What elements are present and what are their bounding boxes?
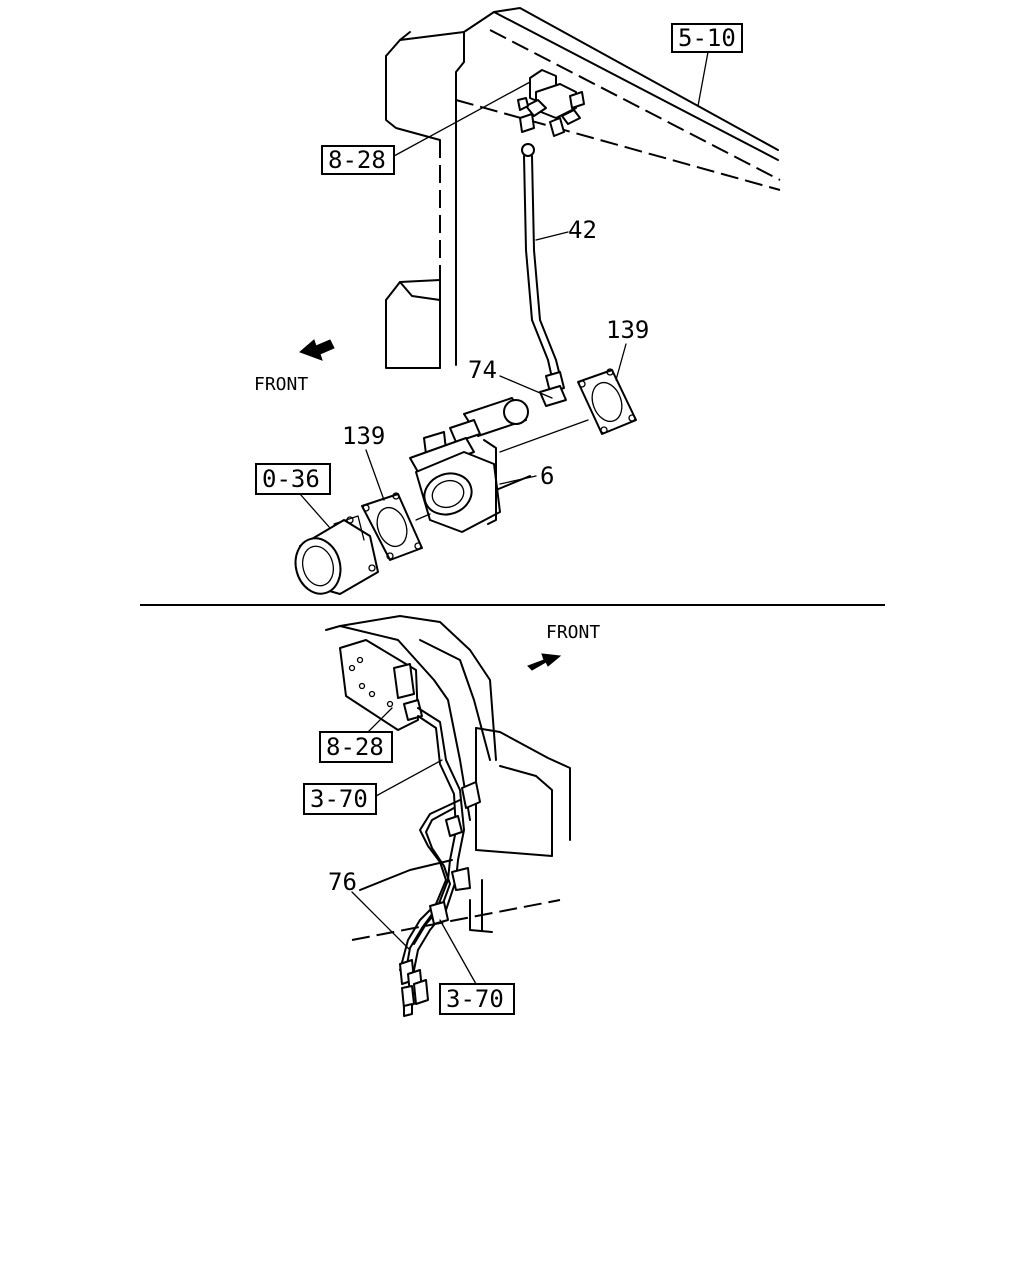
- callout-box-3-70-lower: [439, 983, 515, 1015]
- gasket-139-left: [361, 492, 431, 561]
- leader-lines-top: [299, 51, 709, 529]
- callout-139-right[interactable]: 139: [606, 316, 649, 344]
- callout-box-8-28-top: [321, 145, 395, 175]
- throttle-body-6: [415, 439, 531, 533]
- pipe-elbow-0-36: [294, 515, 379, 595]
- callout-8-28-bottom[interactable]: 8-28: [326, 733, 384, 761]
- callout-74[interactable]: 74: [468, 356, 497, 384]
- front-label-top: FRONT: [254, 374, 308, 395]
- bottom-view: FRONT 8-28 3-70 76 3-70: [303, 615, 600, 1017]
- pipes-3-70: [399, 707, 481, 971]
- callout-42[interactable]: 42: [568, 216, 597, 244]
- callout-139-left[interactable]: 139: [342, 422, 385, 450]
- callout-box-5-10: [671, 23, 743, 53]
- callout-0-36[interactable]: 0-36: [262, 465, 320, 493]
- callout-6[interactable]: 6: [540, 462, 554, 490]
- front-arrow-bottom: FRONT: [527, 622, 600, 671]
- valve-plate: [339, 639, 423, 731]
- fittings-76: [399, 959, 429, 1017]
- callout-8-28-top[interactable]: 8-28: [328, 146, 386, 174]
- valve-assembly: [517, 69, 585, 157]
- callout-76[interactable]: 76: [328, 868, 357, 896]
- gasket-139-right: [499, 368, 637, 453]
- frame-outline: [385, 7, 781, 369]
- callout-3-70-lower[interactable]: 3-70: [446, 985, 504, 1013]
- callout-5-10[interactable]: 5-10: [678, 24, 736, 52]
- actuator-assembly: [409, 385, 567, 473]
- top-view: FRONT 5-10 8-28 42 74 139 139 6 0-36: [254, 7, 781, 595]
- front-label-bottom: FRONT: [546, 622, 600, 643]
- front-arrow-top: FRONT: [254, 339, 335, 395]
- leader-lines-bottom: [351, 707, 477, 985]
- callout-box-8-28-bottom: [319, 731, 393, 763]
- callout-box-0-36: [255, 463, 331, 495]
- callout-3-70-upper[interactable]: 3-70: [310, 785, 368, 813]
- callout-box-3-70-upper: [303, 783, 377, 815]
- pipe-42: [523, 155, 565, 393]
